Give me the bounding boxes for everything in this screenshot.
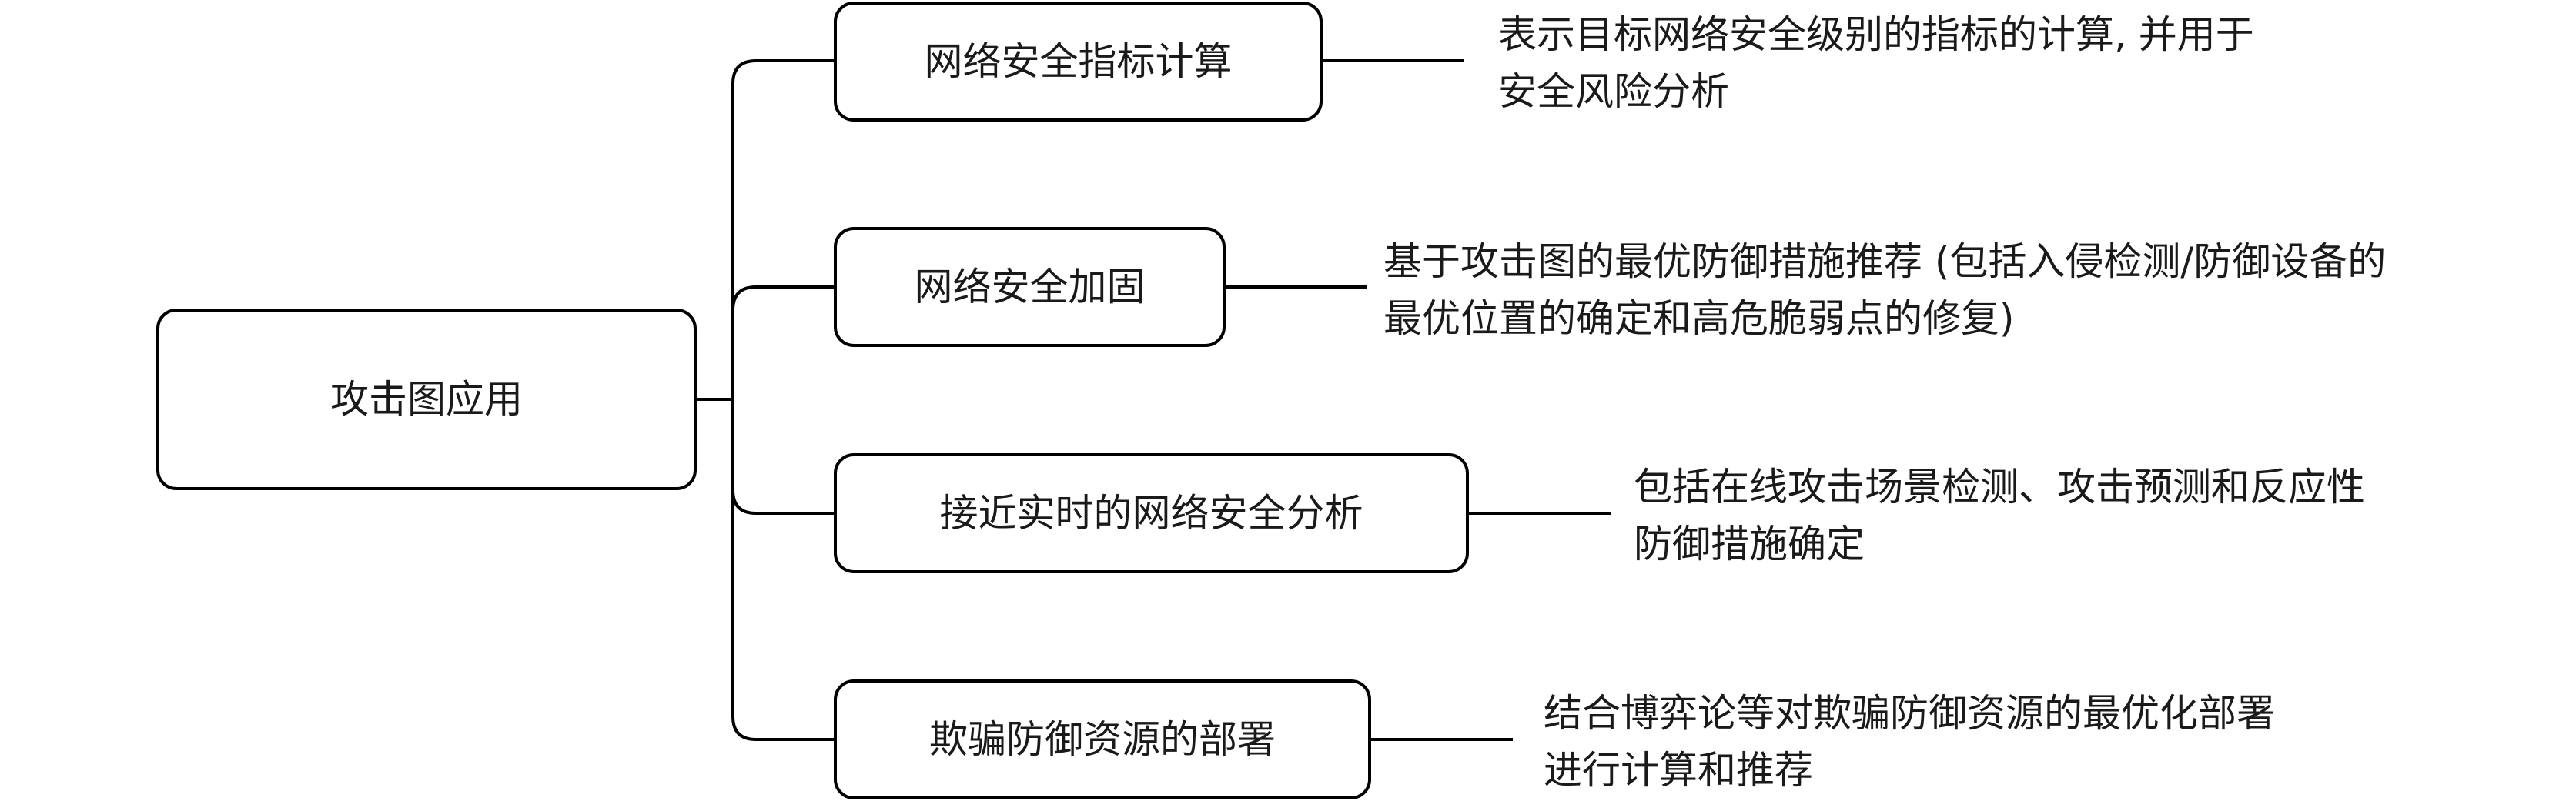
root-label: 攻击图应用 — [330, 377, 523, 422]
branch-description-4: 结合博弈论等对欺骗防御资源的最优化部署 进行计算和推荐 — [1544, 691, 2275, 793]
branch-connector-4 — [731, 399, 835, 741]
branch-description-1: 表示目标网络安全级别的指标的计算, 并用于 安全风险分析 — [1498, 12, 2254, 114]
branch-node-3: 接近实时的网络安全分析 — [834, 453, 1469, 573]
branch-node-1: 网络安全指标计算 — [834, 2, 1323, 122]
branch-label-2: 网络安全加固 — [914, 265, 1146, 309]
branch-description-3: 包括在线攻击场景检测、攻击预测和反应性 防御措施确定 — [1634, 465, 2365, 566]
branch-node-2: 网络安全加固 — [834, 227, 1226, 347]
root-node: 攻击图应用 — [156, 309, 697, 490]
branch-label-3: 接近实时的网络安全分析 — [939, 491, 1363, 536]
branch-connector-2 — [731, 285, 835, 399]
branch-label-1: 网络安全指标计算 — [924, 39, 1233, 84]
branch-node-4: 欺骗防御资源的部署 — [834, 679, 1371, 799]
branch-connector-3 — [731, 399, 835, 515]
branch-label-4: 欺骗防御资源的部署 — [929, 717, 1276, 762]
branch-connector-1 — [731, 59, 835, 399]
branch-description-2: 基于攻击图的最优防御措施推荐 (包括入侵检测/防御设备的 最优位置的确定和高危脆… — [1383, 239, 2387, 341]
